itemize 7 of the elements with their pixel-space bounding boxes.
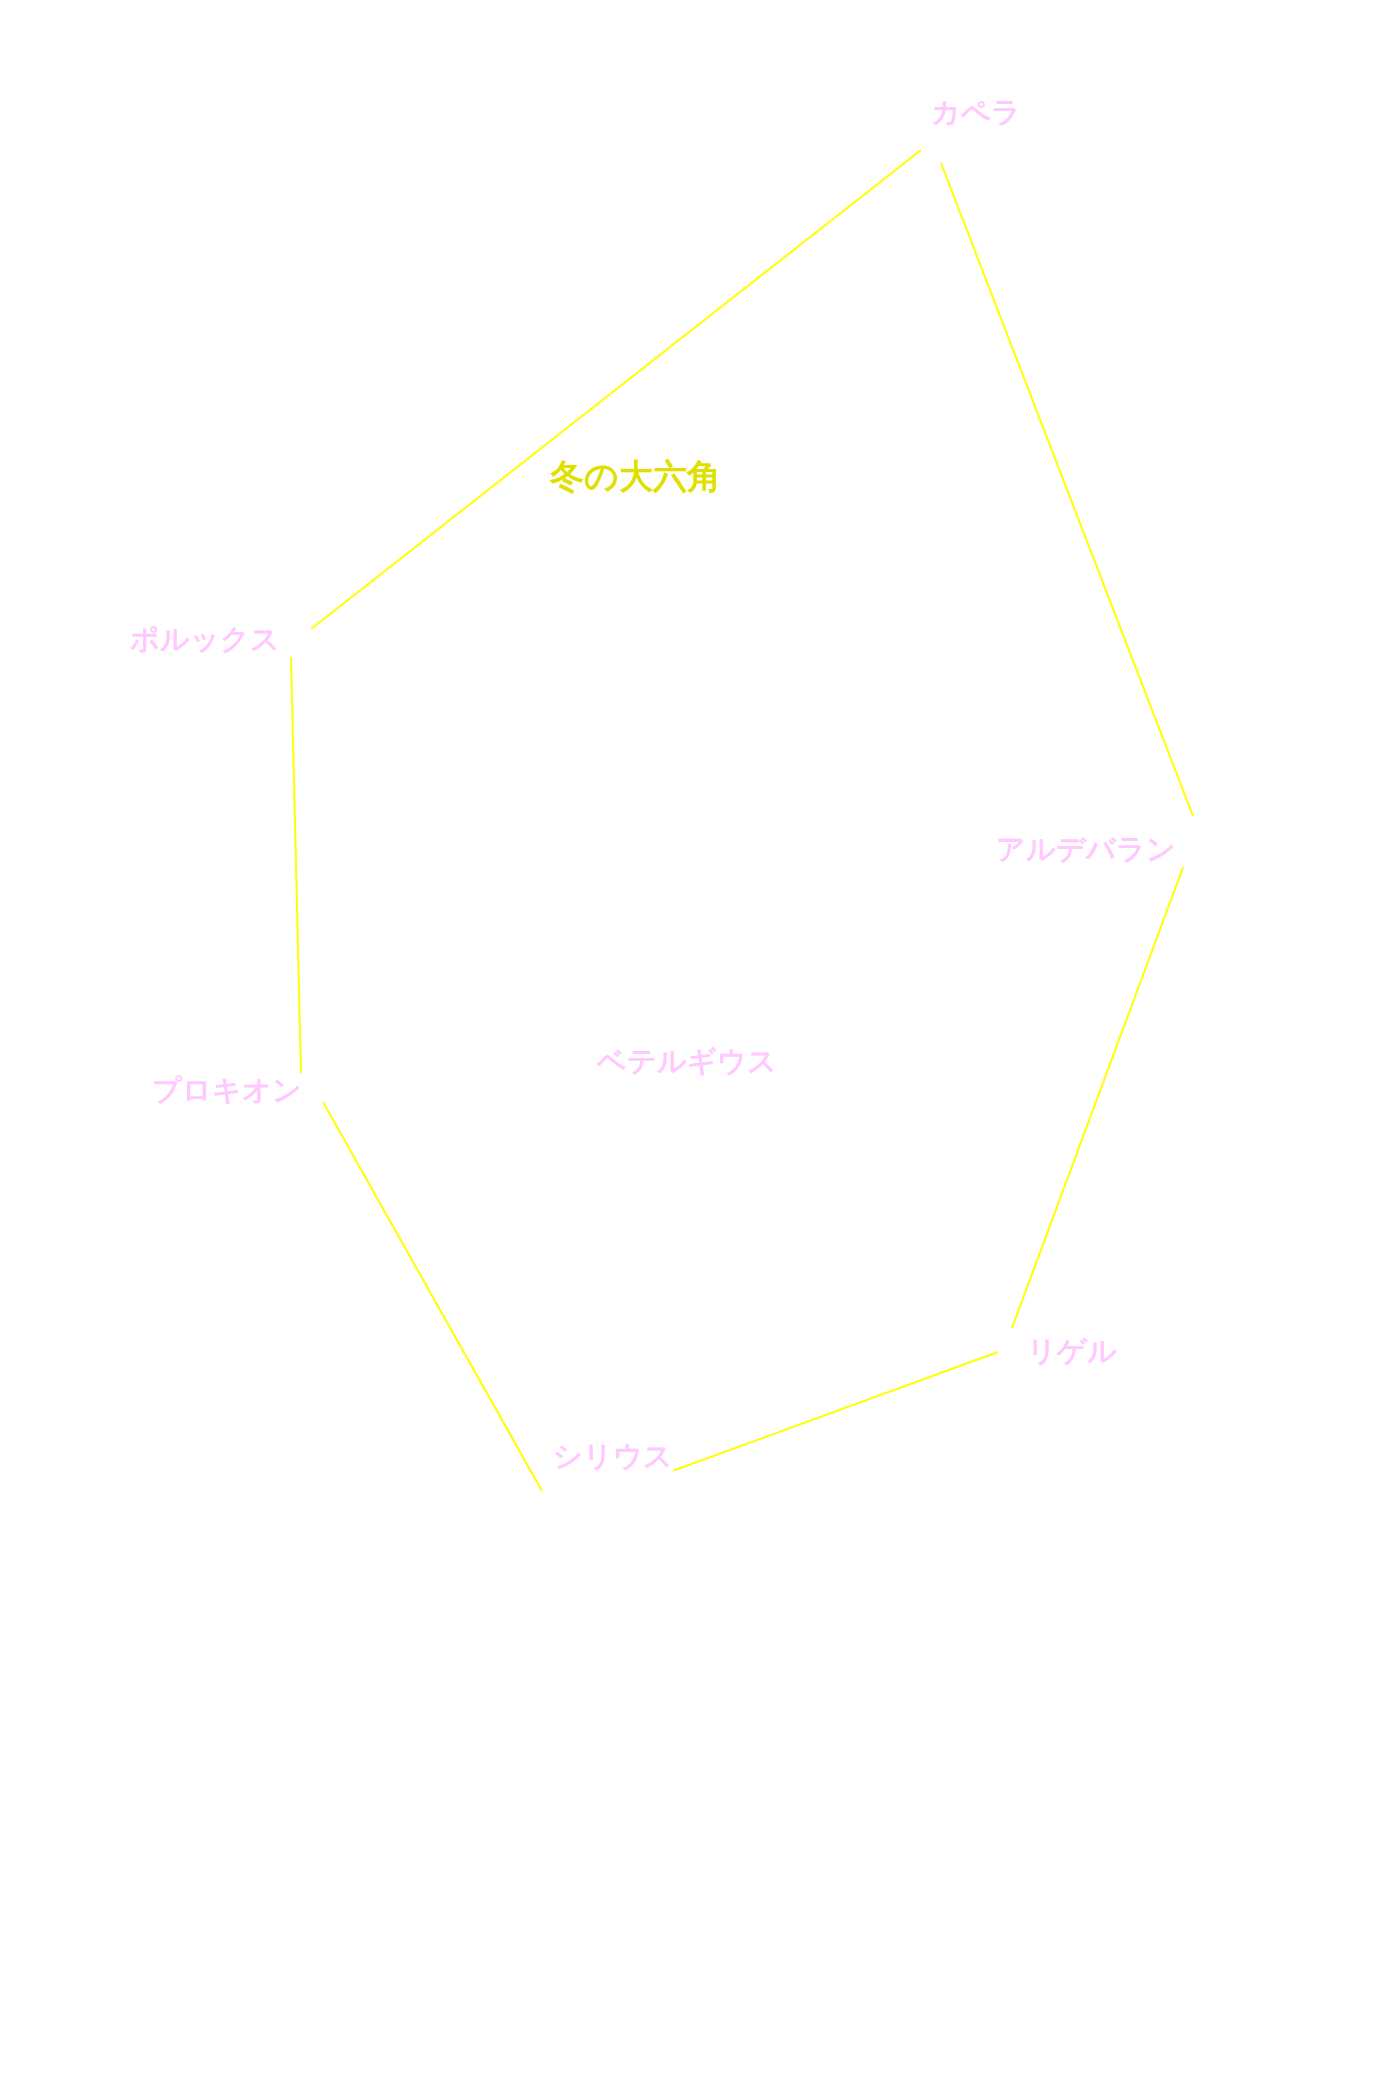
constellation-line	[672, 1351, 999, 1472]
constellation-line	[290, 656, 302, 1074]
constellation-line	[310, 149, 922, 630]
constellation-line	[322, 1101, 543, 1492]
diagram-title: 冬の大六角	[550, 456, 721, 496]
constellation-line	[940, 162, 1194, 817]
constellation-line	[1011, 866, 1185, 1329]
